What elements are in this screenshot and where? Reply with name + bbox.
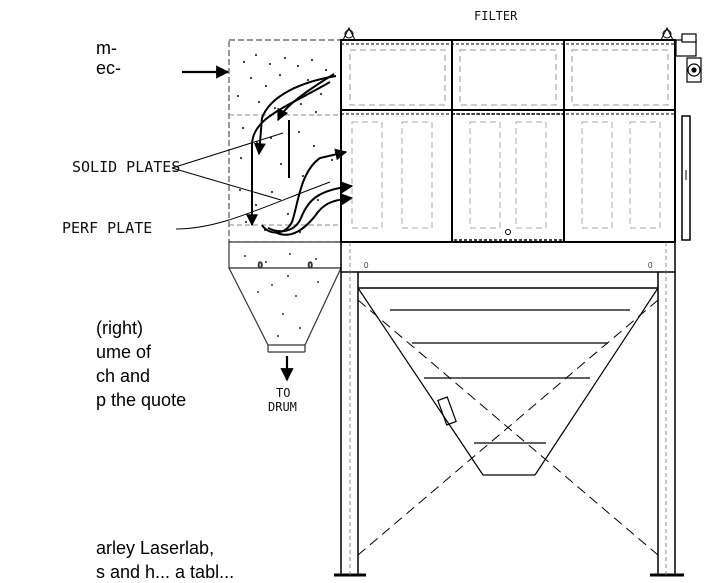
label-solid-plates: SOLID PLATES [72, 158, 180, 176]
svg-text:0: 0 [258, 261, 263, 270]
hopper-dust [244, 253, 319, 337]
filter-housing [340, 26, 676, 243]
cross-bracing [357, 299, 659, 556]
body-text-fragment: arley Laserlab, [96, 538, 215, 558]
body-text-fragment: ume of [96, 342, 152, 362]
body-text-fragment: s and h... a tabl... [96, 562, 235, 582]
inlet-box [228, 39, 342, 243]
label-drum: DRUM [268, 400, 297, 414]
support-frame [334, 241, 684, 577]
fan-motor [675, 33, 702, 83]
body-text-fragment: ch and [96, 366, 151, 386]
airflow-arrows [246, 73, 354, 236]
label-leaders [171, 132, 331, 230]
svg-text:0: 0 [648, 261, 653, 270]
label-perf-plate: PERF PLATE [62, 219, 152, 237]
svg-text:0: 0 [364, 261, 369, 270]
collector-hopper [357, 287, 659, 476]
label-to: TO [276, 386, 290, 400]
body-text-fragment: p the quote [96, 390, 187, 410]
body-text-fragment: ec- [96, 58, 122, 78]
svg-text:0: 0 [308, 261, 313, 270]
inlet-hopper: 0 0 [228, 241, 342, 353]
body-text-fragment: m- [96, 38, 117, 58]
label-filter: FILTER [474, 9, 518, 23]
side-door [681, 115, 691, 241]
body-text-fragment: (right) [96, 318, 144, 338]
